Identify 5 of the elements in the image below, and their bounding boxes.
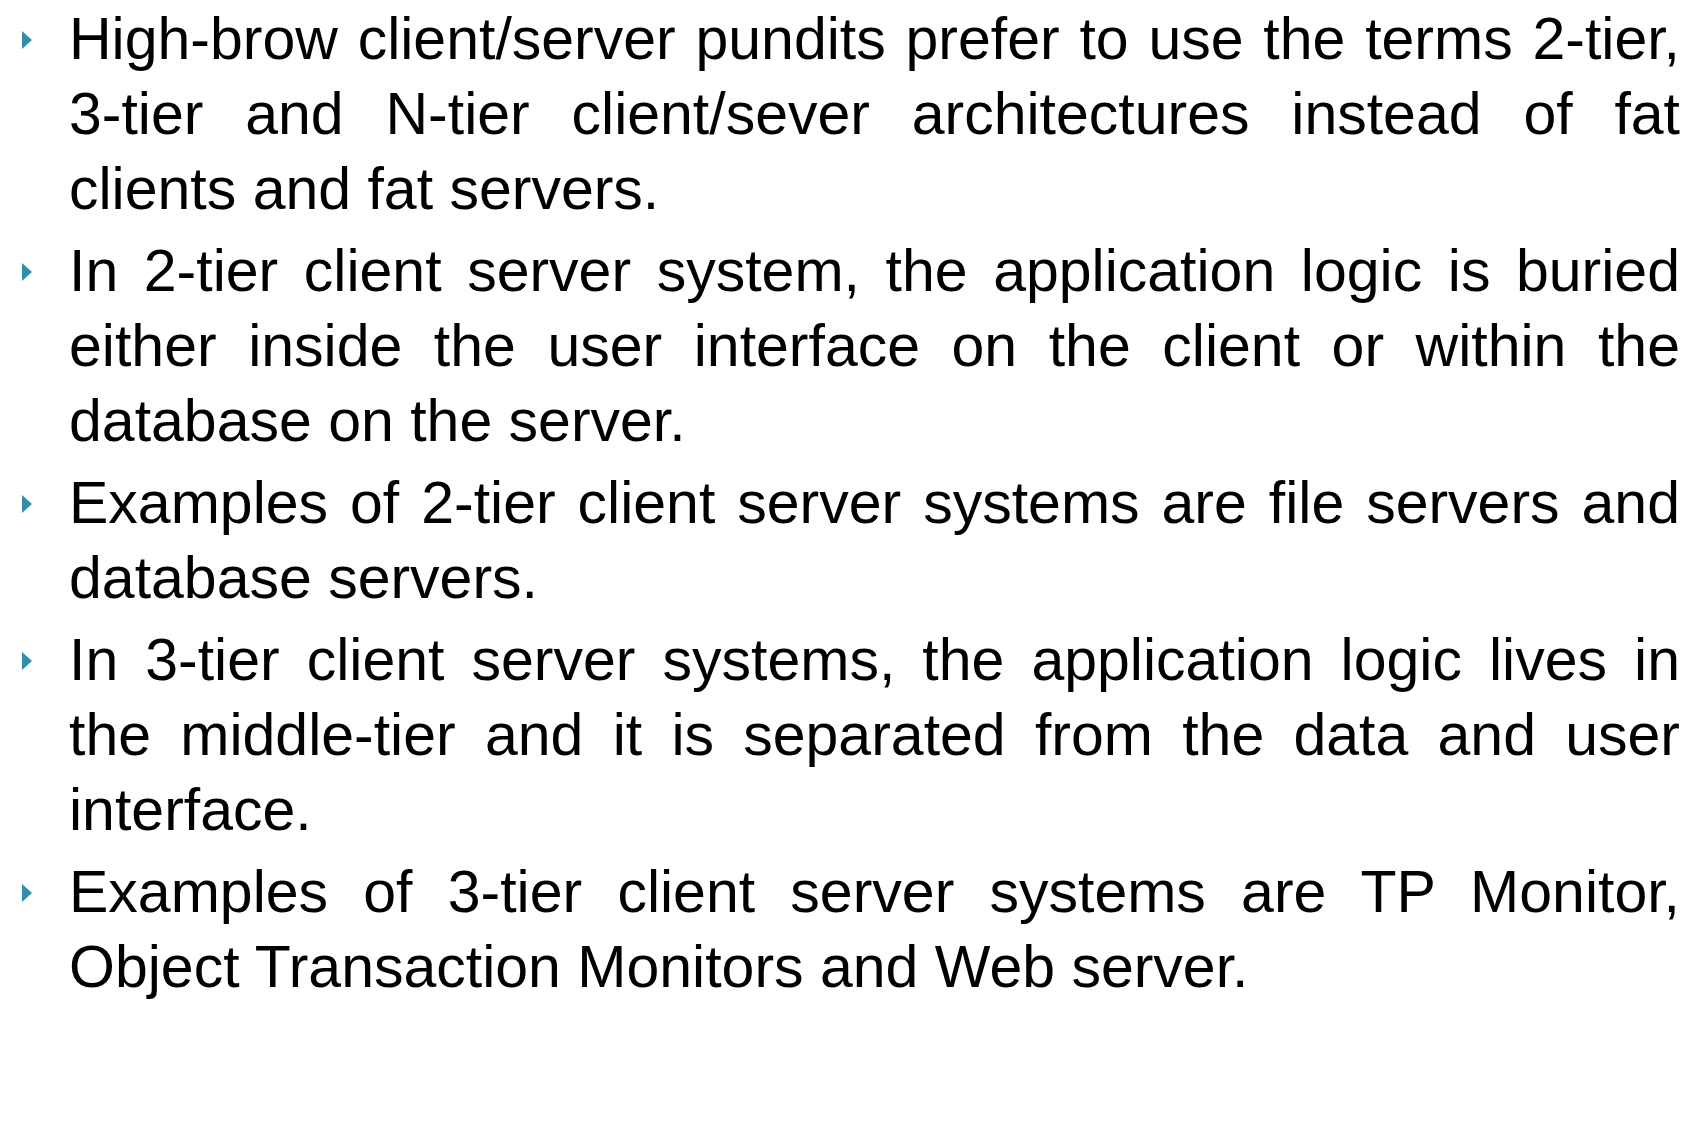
bullet-text: In 3-tier client server systems, the application logic lives in the middle-tier and it is separated from the data and user interface. <box>69 626 1680 845</box>
bullet-text: In 2-tier client server system, the application logic is buried either inside the user interface on the client or within the database on the server. <box>69 237 1680 456</box>
bullet-text: Examples of 3-tier client server systems are TP Monitor, Object Transaction Monitors and Web server. <box>69 858 1680 1002</box>
bullet-text: Examples of 2-tier client server systems are file servers and database servers. <box>69 469 1680 613</box>
bullet-text: High-brow client/server pundits prefer to use the terms 2-tier, 3-tier and N-tier client/sever architectures instead of fat clients and fat servers. <box>69 5 1680 224</box>
